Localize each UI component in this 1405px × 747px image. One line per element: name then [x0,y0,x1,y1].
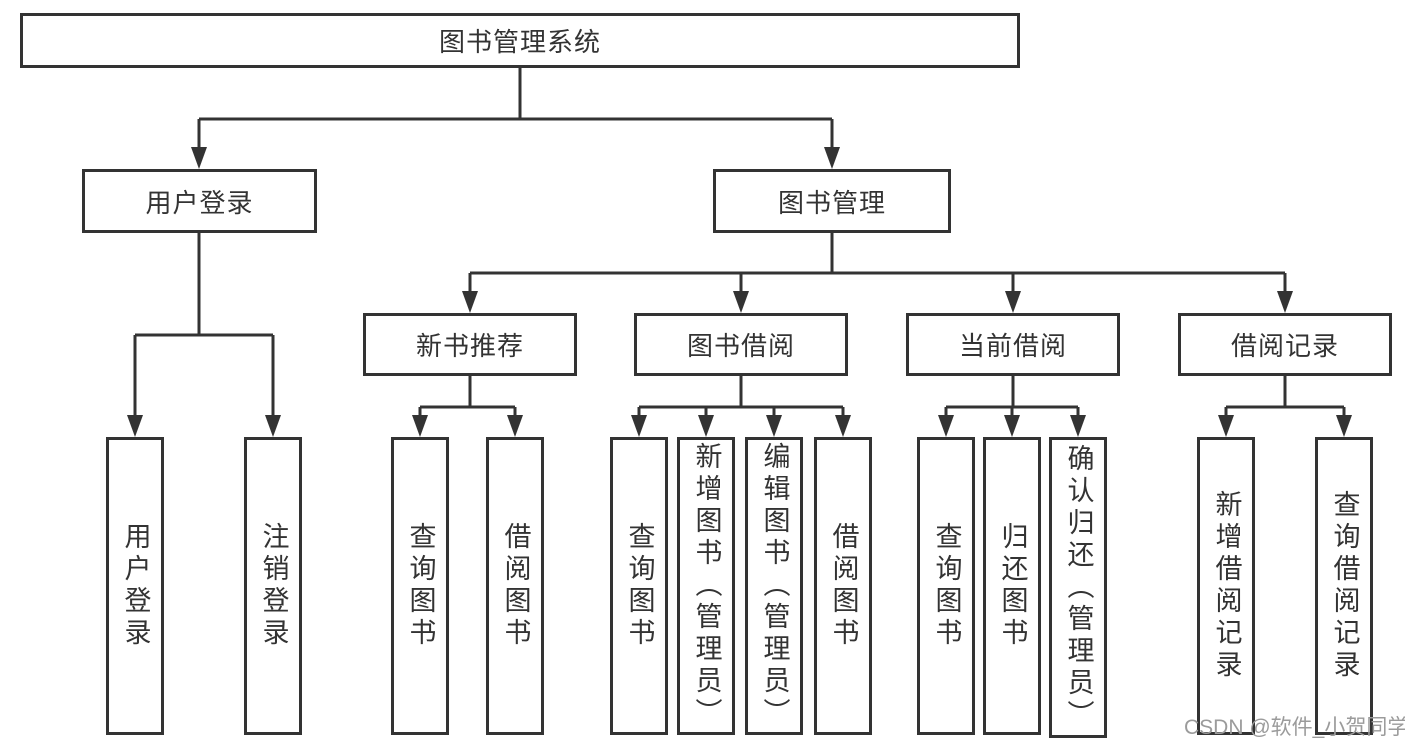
node-current-borrowing: 当前借阅 [906,313,1120,376]
leaf-return-book: 归还图书 [983,437,1041,735]
leaf-query-books-current: 查询图书 [917,437,975,735]
node-label: 注销登录 [258,522,289,650]
node-label: 借阅图书 [500,522,531,650]
node-label: 确认归还（管理员） [1063,443,1094,732]
arrowhead [1070,415,1086,437]
node-label: 归还图书 [997,522,1028,650]
leaf-query-borrow-record: 查询借阅记录 [1315,437,1373,735]
node-label: 用户登录 [145,187,254,218]
arrowhead [733,291,749,313]
arrowhead [1005,291,1021,313]
node-label: 图书管理 [777,187,886,218]
node-label: 借阅图书 [828,522,859,650]
node-label: 新增图书（管理员） [691,442,722,730]
leaf-add-book-admin: 新增图书（管理员） [677,437,735,735]
arrowhead [1004,415,1020,437]
node-label: 图书管理系统 [438,27,601,57]
leaf-user-login: 用户登录 [106,437,164,735]
node-label: 图书借阅 [686,331,795,361]
arrowhead [265,415,281,437]
arrowhead [412,415,428,437]
arrowhead [824,147,840,169]
csdn-watermark: CSDN @软件_小贺同学 [1184,716,1405,739]
node-label: 查询图书 [405,522,436,650]
arrowhead [462,291,478,313]
node-label: 借阅记录 [1230,331,1339,361]
node-user-login: 用户登录 [82,169,317,233]
node-label: 新书推荐 [415,331,524,361]
node-label: 新增借阅记录 [1211,490,1242,682]
leaf-logout: 注销登录 [244,437,302,735]
leaf-confirm-return-admin: 确认归还（管理员） [1049,437,1107,738]
node-library-management-system: 图书管理系统 [20,13,1020,68]
leaf-query-books-borrowing: 查询图书 [610,437,668,735]
node-new-book-recommendation: 新书推荐 [363,313,577,376]
arrowhead [938,415,954,437]
node-label: 查询借阅记录 [1329,490,1360,682]
node-book-management: 图书管理 [713,169,951,233]
arrowhead [1218,415,1234,437]
node-label: 当前借阅 [958,331,1067,361]
node-label: 编辑图书（管理员） [759,442,790,730]
leaf-borrow-books: 借阅图书 [814,437,872,735]
leaf-borrow-books-recommend: 借阅图书 [486,437,544,735]
arrowhead [698,415,714,437]
node-borrowing-records: 借阅记录 [1178,313,1392,376]
arrowhead [1336,415,1352,437]
node-label: 查询图书 [931,522,962,650]
arrowhead [766,415,782,437]
arrowhead [507,415,523,437]
arrowhead [191,147,207,169]
leaf-add-borrow-record: 新增借阅记录 [1197,437,1255,735]
node-label: 查询图书 [624,522,655,650]
arrowhead [127,415,143,437]
node-label: 用户登录 [120,522,151,650]
leaf-edit-book-admin: 编辑图书（管理员） [745,437,803,735]
arrowhead [835,415,851,437]
leaf-query-books-recommend: 查询图书 [391,437,449,735]
arrowhead [631,415,647,437]
arrowhead [1277,291,1293,313]
node-book-borrowing: 图书借阅 [634,313,848,376]
